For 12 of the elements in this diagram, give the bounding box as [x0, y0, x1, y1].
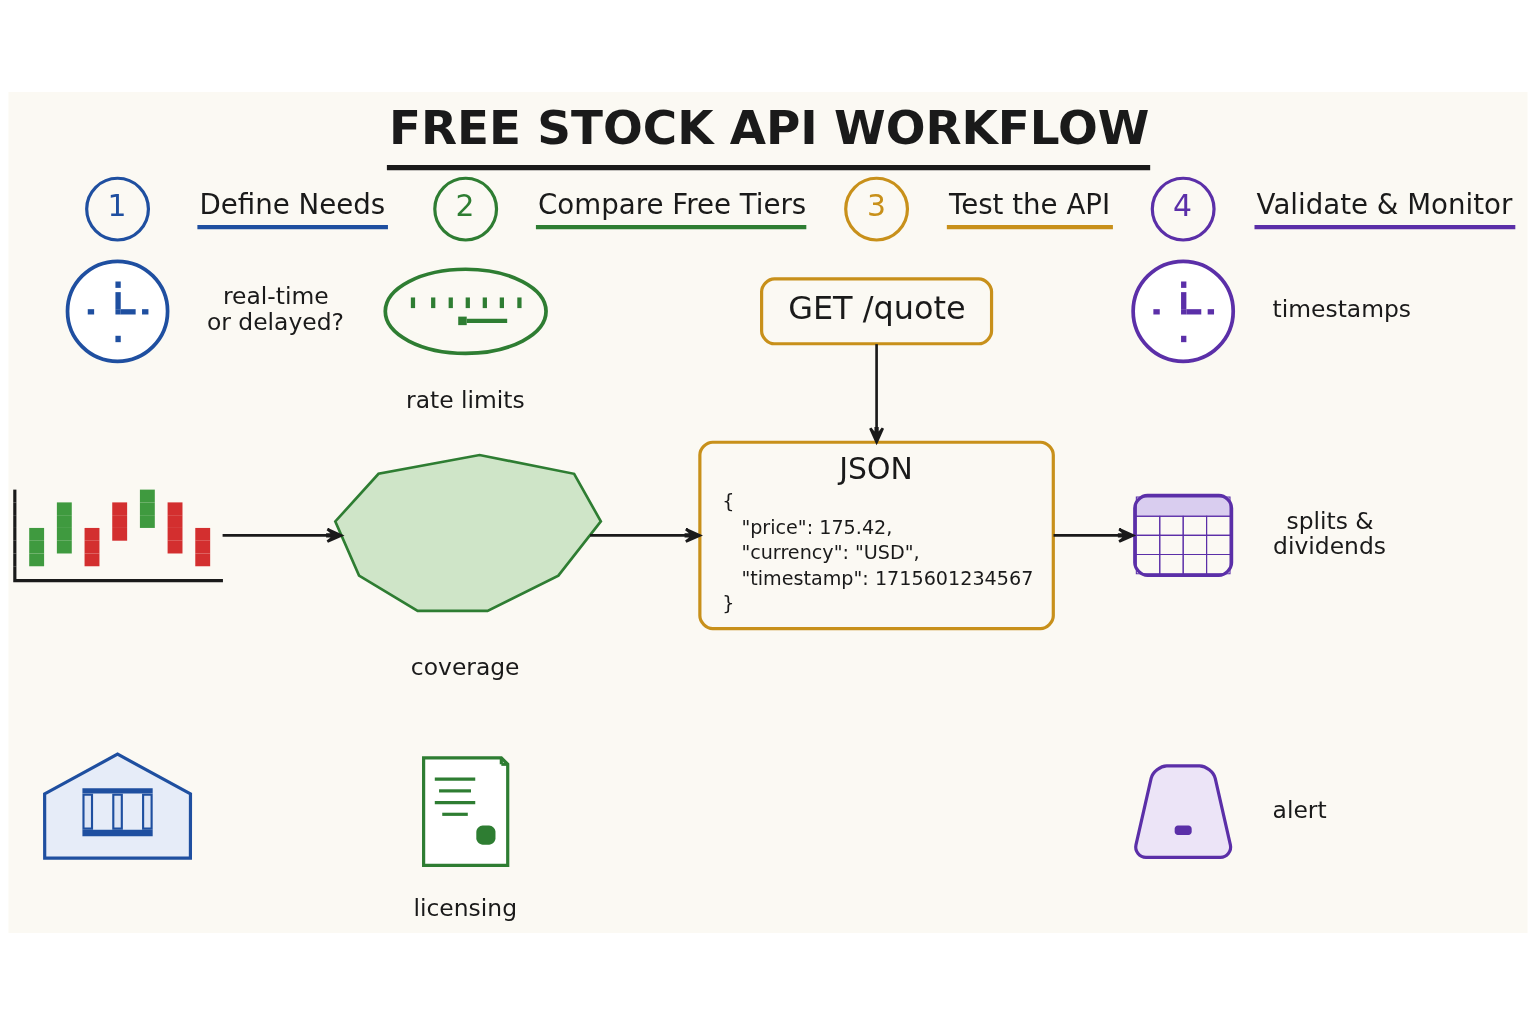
node-label: splits & dividends [1273, 506, 1387, 560]
node-label: alert [1272, 795, 1327, 824]
node-label: licensing [413, 893, 517, 922]
node-label: Define Needs [199, 187, 386, 221]
node-label: coverage [410, 652, 520, 681]
node-label: rate limits [406, 385, 525, 414]
node-label: Validate & Monitor [1256, 187, 1513, 221]
diagram-title: FREE STOCK API WORKFLOW [389, 100, 1150, 155]
node-label: Test the API [948, 187, 1111, 221]
node-label: real-time or delayed? [206, 281, 345, 336]
node-label: Compare Free Tiers [538, 187, 807, 221]
node-label: timestamps [1272, 294, 1412, 323]
